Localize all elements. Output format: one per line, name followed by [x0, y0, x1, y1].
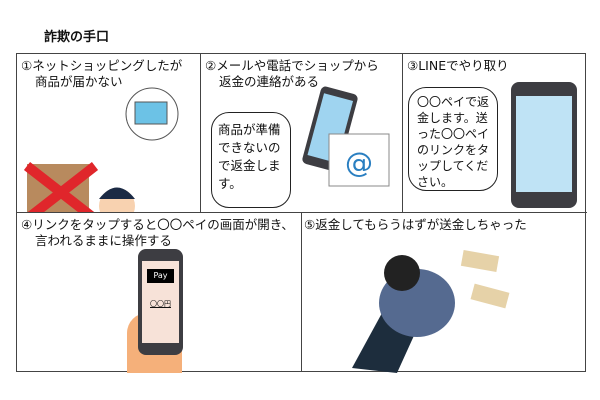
caption-line: ①ネットショッピングしたが: [21, 58, 183, 73]
panel-caption: ②メールや電話でショップから返金の連絡がある: [205, 58, 379, 90]
panel-3: ③LINEでやり取り 〇〇ペイで返金します。送った〇〇ペイのリンクをタップしてく…: [403, 54, 587, 212]
speech-bubble: 〇〇ペイで返金します。送った〇〇ペイのリンクをタップしてください。: [408, 87, 498, 191]
envelope-icon: [328, 133, 390, 187]
caption-line: 言われるままに操作する: [35, 233, 172, 248]
speech-bubble: 商品が準備できないので返金します。: [211, 112, 291, 208]
phone-and-mail-illustration: @: [302, 86, 390, 187]
pay-label: Pay: [147, 269, 174, 283]
despairing-person-illustration: [352, 249, 510, 373]
col-divider: [402, 54, 403, 212]
row-divider: [17, 212, 587, 213]
panel-caption: ⑤返金してもらうはずが送金しちゃった: [304, 217, 527, 233]
panel-5: ⑤返金してもらうはずが送金しちゃった: [302, 213, 587, 373]
caption-line: ⑤返金してもらうはずが送金しちゃった: [304, 217, 527, 232]
col-divider: [200, 54, 201, 212]
panel-4: ④リンクをタップすると〇〇ペイの画面が開き、言われるままに操作する Pay 〇〇…: [17, 213, 301, 373]
at-sign-icon: @: [345, 146, 373, 179]
panel-caption: ④リンクをタップすると〇〇ペイの画面が開き、言われるままに操作する: [21, 217, 294, 249]
caption-line: ②メールや電話でショップから: [205, 58, 379, 73]
caption-line: ④リンクをタップすると〇〇ペイの画面が開き、: [21, 217, 294, 232]
page-title: 詐欺の手口: [44, 30, 110, 45]
scam-steps-table: ①ネットショッピングしたが商品が届かない ②メールや電話でショップから返金の連絡…: [16, 53, 587, 373]
flying-money-icon: [460, 249, 500, 273]
cross-mark-icon: [23, 162, 99, 212]
caption-line: ③LINEでやり取り: [407, 58, 509, 73]
panel-2: ②メールや電話でショップから返金の連絡がある 商品が準備できないので返金します。…: [201, 54, 402, 212]
panel-caption: ③LINEでやり取り: [407, 58, 509, 74]
smartphone-pay-screen: Pay 〇〇円: [138, 249, 183, 355]
amount-label: 〇〇円: [150, 300, 171, 308]
flying-money-icon: [470, 283, 510, 309]
laptop-icon: [134, 101, 168, 125]
panel-caption: ①ネットショッピングしたが商品が届かない: [21, 58, 182, 90]
caption-line: 商品が届かない: [35, 74, 123, 89]
panel-1: ①ネットショッピングしたが商品が届かない: [17, 54, 200, 212]
smartphone-line-chat-icon: [511, 82, 577, 208]
caption-line: 返金の連絡がある: [219, 74, 320, 89]
col-divider: [301, 212, 302, 372]
undelivered-package-illustration: [23, 87, 179, 212]
